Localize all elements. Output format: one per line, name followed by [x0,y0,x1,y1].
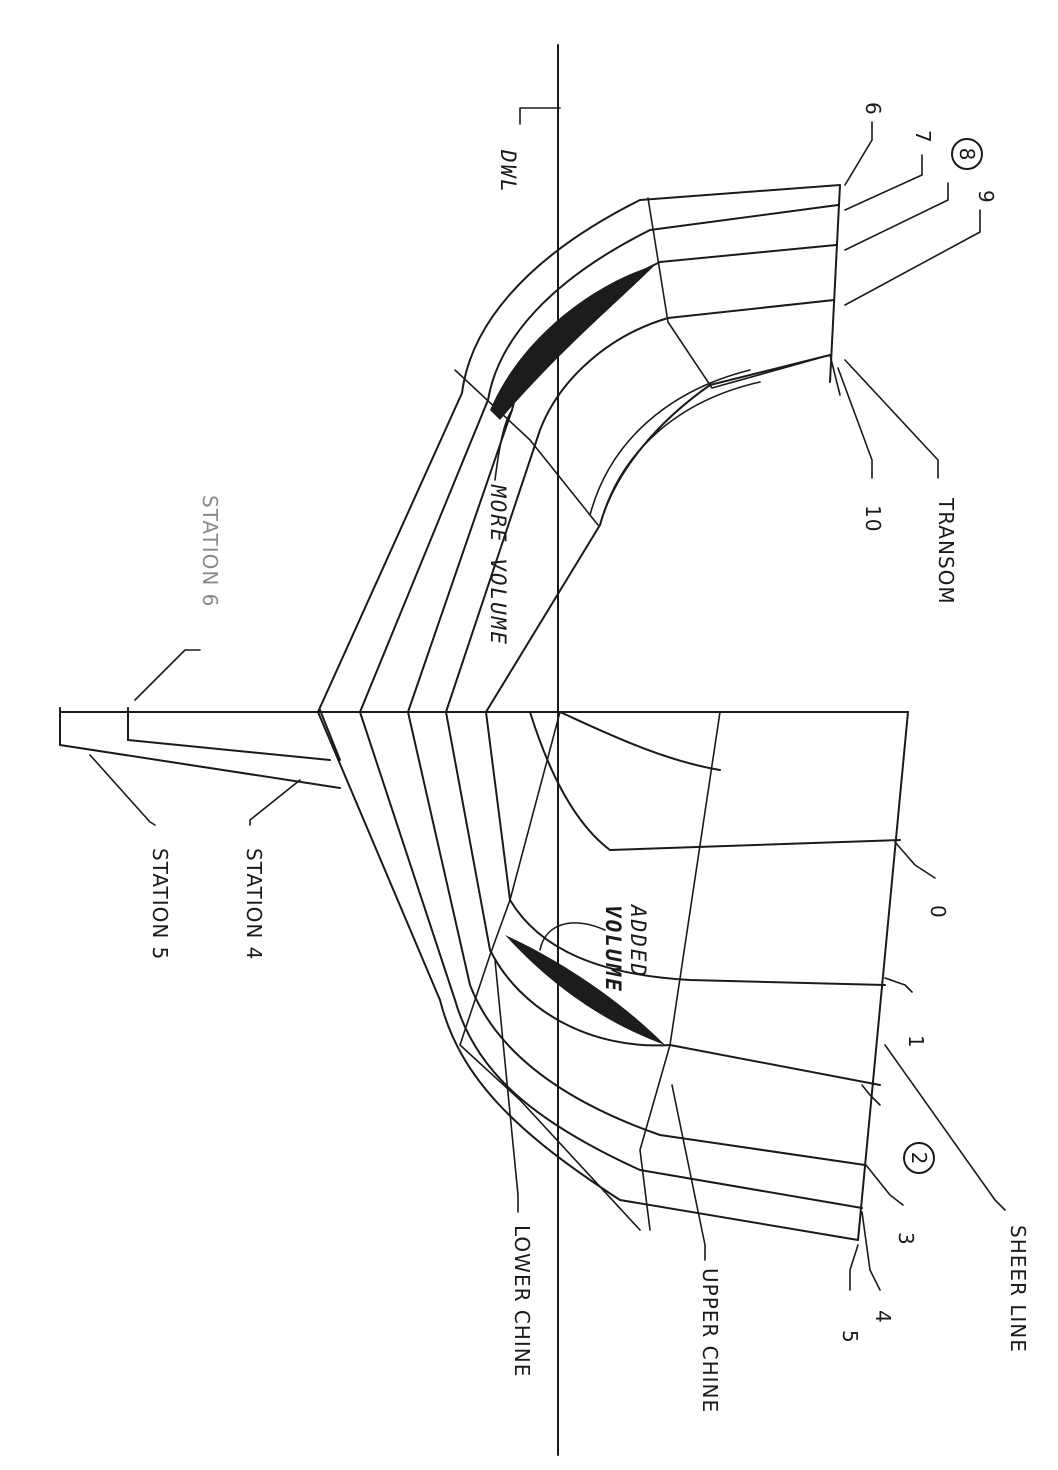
leader-2 [861,1084,881,1106]
aft-sections [317,184,841,713]
keel-line-6 [127,739,331,761]
station-6-label: STATION 6 [198,495,222,608]
lower-chine-line [459,711,641,1231]
sheer-line-edge [857,711,909,1241]
more-volume-region [490,265,655,420]
leader-1 [884,977,913,993]
aft-chine-upper [647,197,831,389]
volume-label: VOLUME [601,905,625,993]
leader-station-4 [249,779,301,826]
fwd-sections [317,711,909,1241]
section-2 [445,711,881,1086]
transom-edge [829,184,841,383]
section-5 [317,711,859,1241]
section-bow [559,711,721,771]
leader-sheer [884,1044,1006,1211]
added-volume-region [505,935,665,1045]
station-4-label: STATION 4 [242,848,266,961]
station-num-9: 9 [974,190,998,204]
more-volume-arrow [494,409,513,481]
section-10 [485,354,831,713]
leader-8 [844,182,949,251]
transom-label: TRANSOM [934,498,958,605]
sheer-line-label: SHEER LINE [1006,1225,1030,1353]
leader-transom [844,359,939,479]
leader-station-6 [134,649,201,701]
leader-9 [844,209,981,306]
leader-upper-chine [671,1084,706,1261]
station-num-2: 2 [903,1142,935,1174]
leader-lower-chine [494,959,519,1213]
section-4 [359,711,863,1209]
leader-0 [894,841,936,879]
upper-chine-line [639,711,721,1231]
station-num-7: 7 [911,130,935,144]
added-label: ADDED [626,905,650,979]
station-num-5: 5 [838,1330,862,1344]
keel-joint [319,709,341,761]
aft-chine-lower [454,369,599,526]
station-num-0: 0 [926,905,950,919]
added-volume-arrow [539,922,606,951]
station-num-1: 1 [904,1035,928,1049]
station-num-4: 4 [871,1310,895,1324]
leader-station-5 [89,754,156,826]
leader-10 [837,367,873,479]
section-0 [529,711,901,851]
section-7 [359,204,839,713]
section-6 [317,184,841,713]
leader-4 [861,1211,881,1291]
station-num-10: 10 [861,505,885,533]
leader-7 [844,154,923,211]
station-5-label: STATION 5 [148,848,172,961]
section-3 [407,711,866,1166]
station-num-3: 3 [894,1232,918,1246]
bilge-arc-b [589,369,751,516]
upper-chine-label: UPPER CHINE [698,1268,722,1414]
dwl-label: DWL [496,150,520,194]
leader-3 [865,1164,904,1206]
station-num-6: 6 [861,102,885,116]
section-9 [445,299,835,713]
keel-line-5 [59,744,341,789]
dwl-leader [519,107,561,125]
more-volume-label: MORE VOLUME [486,485,510,647]
section-8 [407,244,837,713]
leader-6 [844,121,873,186]
lower-chine-label: LOWER CHINE [510,1225,534,1378]
transom-foot [829,354,841,396]
bilge-arc-a [599,381,761,526]
leader-5 [849,1244,859,1291]
station-num-8: 8 [951,138,983,170]
section-1 [485,711,886,986]
